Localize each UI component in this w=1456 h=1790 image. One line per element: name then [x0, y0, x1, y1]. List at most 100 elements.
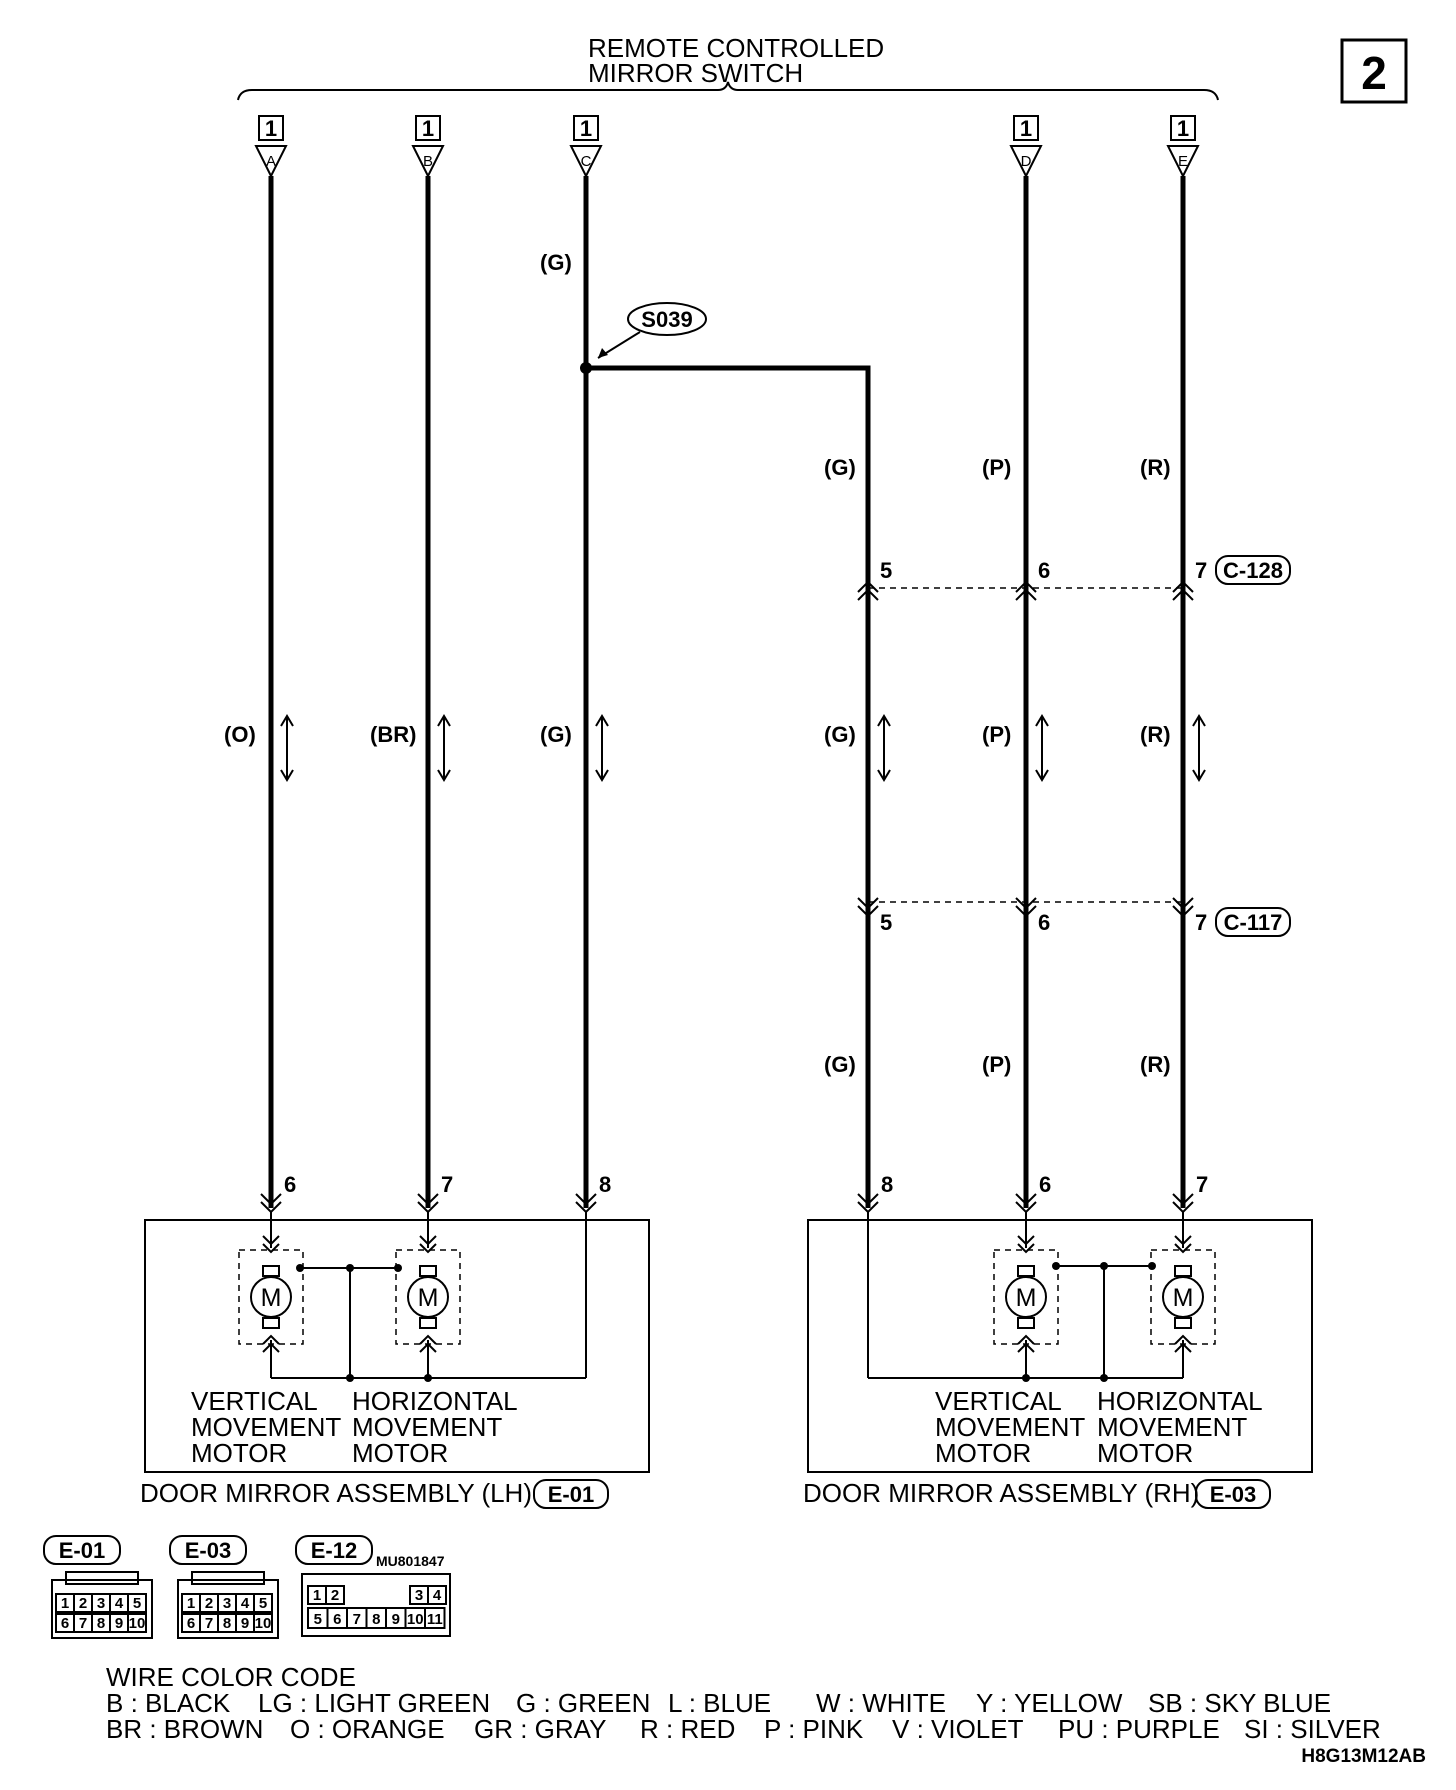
wire-color-rh-lower-p: (P)	[982, 1052, 1011, 1077]
lh-vertical-label-2: MOVEMENT	[191, 1412, 341, 1442]
lh-connector-label: E-01	[548, 1482, 594, 1507]
svg-text:1: 1	[422, 116, 434, 141]
lh-assembly-box	[144, 1219, 650, 1473]
e03-pin-4: 4	[241, 1595, 250, 1612]
svg-text:B: B	[423, 153, 433, 170]
rh-door-mirror-assembly: M M VERTICAL MOVEMENT MOTOR HORIZONTAL M…	[807, 1212, 1313, 1473]
svg-text:D: D	[1021, 153, 1032, 170]
switch-terminal-d: 1 D	[1009, 115, 1043, 179]
lh-pin-6: 6	[284, 1172, 296, 1197]
e12-pin-3: 3	[415, 1587, 423, 1604]
rh-connector-badge	[1195, 1479, 1271, 1509]
rh-vertical-motor-icon	[1005, 1276, 1047, 1318]
connector-c117-marks	[857, 897, 1194, 918]
connector-face-e03: E-03	[169, 1535, 279, 1639]
e03-pin-7: 7	[205, 1615, 213, 1632]
c128-badge	[1215, 555, 1291, 585]
lh-horizontal-label-3: MOTOR	[352, 1438, 448, 1468]
e03-pin-1: 1	[187, 1595, 195, 1612]
e03-pin-5-cell	[253, 1593, 273, 1613]
e12-pin-4: 4	[433, 1587, 442, 1604]
wire-color-rh-mid-g: (G)	[824, 722, 856, 747]
code-row1-entry-4: W : WHITE	[816, 1688, 946, 1718]
rh-assembly-box	[807, 1219, 1313, 1473]
lh-connector-badge	[533, 1479, 609, 1509]
wire-color-rh-lower-r: (R)	[1140, 1052, 1171, 1077]
wire-color-rh-mid-p: (P)	[982, 722, 1011, 747]
rh-assembly-name: DOOR MIRROR ASSEMBLY (RH)	[803, 1478, 1199, 1508]
e12-pin-9: 9	[392, 1611, 400, 1628]
e03-pin-5: 5	[259, 1595, 267, 1612]
e01-pin-8: 8	[97, 1615, 105, 1632]
e01-pin-2: 2	[79, 1595, 87, 1612]
wire-color-rh-upper-r: (R)	[1140, 455, 1171, 480]
code-row1-entry-2: G : GREEN	[516, 1688, 650, 1718]
e12-pin-5: 5	[314, 1611, 322, 1628]
splice-pointer-head	[598, 348, 608, 358]
svg-text:1: 1	[1177, 116, 1189, 141]
e01-pin-7: 7	[79, 1615, 87, 1632]
direction-arrows	[280, 714, 1206, 782]
lh-horizontal-label-1: HORIZONTAL	[352, 1386, 518, 1416]
e01-pin-3: 3	[97, 1595, 105, 1612]
e03-pin-9: 9	[241, 1615, 249, 1632]
wire-color-rh-upper-p: (P)	[982, 455, 1011, 480]
rh-pin-8: 8	[881, 1172, 893, 1197]
switch-terminal-e: 1 E	[1166, 115, 1200, 179]
svg-text:M: M	[418, 1284, 439, 1312]
c117-label: C-117	[1224, 910, 1283, 935]
lh-assembly-name: DOOR MIRROR ASSEMBLY (LH)	[140, 1478, 532, 1508]
connector-face-e01: E-01	[43, 1535, 153, 1639]
code-row2-entry-4: P : PINK	[764, 1714, 864, 1744]
wire-color-rh-lower-g: (G)	[824, 1052, 856, 1077]
rh-vertical-label-2: MOVEMENT	[935, 1412, 1085, 1442]
splice-label: S039	[641, 307, 692, 332]
e01-pin-1: 1	[61, 1595, 69, 1612]
wire-color-rh-upper-g: (G)	[824, 455, 856, 480]
rh-horizontal-label-3: MOTOR	[1097, 1438, 1193, 1468]
wire-color-code-title: WIRE COLOR CODE	[106, 1662, 356, 1692]
svg-text:M: M	[261, 1284, 282, 1312]
rh-pin-6: 6	[1039, 1172, 1051, 1197]
switch-brace	[237, 81, 1219, 101]
rh-horizontal-motor-icon	[1162, 1276, 1204, 1318]
code-row1-entry-0: B : BLACK	[106, 1688, 231, 1718]
lh-pin-8: 8	[599, 1172, 611, 1197]
e12-pin-11: 11	[427, 1611, 443, 1628]
rh-pin-7: 7	[1196, 1172, 1208, 1197]
rh-vertical-label-3: MOTOR	[935, 1438, 1031, 1468]
svg-text:M: M	[1173, 1284, 1194, 1312]
e12-pin-4-cell	[427, 1585, 447, 1605]
e12-pin-7: 7	[353, 1611, 361, 1628]
e01-pin-10-cell	[127, 1613, 147, 1633]
e12-pin-11-cell	[424, 1607, 446, 1629]
e03-pin-6: 6	[187, 1615, 195, 1632]
c128-pin-7: 7	[1195, 558, 1207, 583]
e01-pin-10: 10	[129, 1615, 146, 1632]
e01-pin-4: 4	[115, 1595, 124, 1612]
lh-vertical-motor-icon	[250, 1276, 292, 1318]
c117-pin-7: 7	[1195, 910, 1207, 935]
code-row2-entry-5: V : VIOLET	[892, 1714, 1024, 1744]
svg-text:1: 1	[580, 116, 592, 141]
wire-color-lh-mid-o: (O)	[224, 722, 256, 747]
wire-c-branch	[586, 365, 871, 1208]
code-row1-entry-3: L : BLUE	[668, 1688, 771, 1718]
lh-door-mirror-assembly: M M VERTICAL MOVEMENT MOTOR HORIZONTAL M…	[144, 1212, 650, 1473]
switch-terminal-b: 1 B	[411, 115, 445, 179]
e03-pin-10-cell	[253, 1613, 273, 1633]
svg-text:A: A	[266, 153, 276, 170]
page-number-box	[1340, 38, 1408, 104]
c128-label: C-128	[1223, 558, 1283, 583]
c117-pin-6: 6	[1038, 910, 1050, 935]
page-number: 2	[1361, 47, 1387, 99]
rh-vertical-label-1: VERTICAL	[935, 1386, 1062, 1416]
e12-pin-8: 8	[372, 1611, 380, 1628]
code-row2-entry-1: O : ORANGE	[290, 1714, 445, 1744]
rh-connector-label: E-03	[1210, 1482, 1256, 1507]
e03-pin-8: 8	[223, 1615, 231, 1632]
wire-color-rh-mid-r: (R)	[1140, 722, 1171, 747]
svg-text:M: M	[1016, 1284, 1037, 1312]
code-row2-entry-0: BR : BROWN	[106, 1714, 263, 1744]
